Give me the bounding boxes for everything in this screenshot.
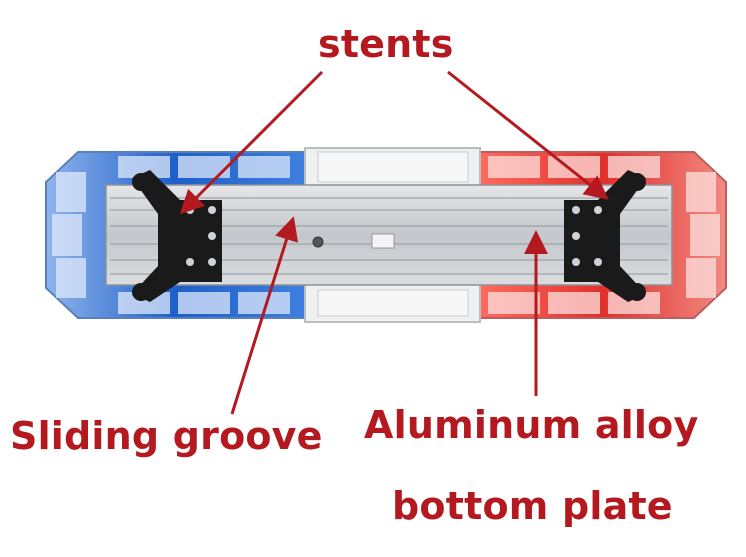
annotation-arrows [179, 70, 609, 415]
label-aluminum-alloy: Aluminum alloy [364, 403, 699, 447]
right-led-modules [488, 156, 720, 314]
arrow-sliding-groove [230, 216, 299, 415]
lightbar [45, 147, 727, 323]
label-sliding-groove: Sliding groove [10, 414, 323, 458]
arrow-stents-left [179, 70, 324, 215]
right-mount-bracket [564, 170, 646, 302]
product-sticker [371, 233, 395, 249]
arrow-stents-right [447, 70, 609, 200]
grommet [312, 236, 324, 248]
left-led-modules [52, 156, 290, 314]
label-stents: stents [318, 22, 454, 66]
label-bottom-plate: bottom plate [392, 484, 673, 528]
